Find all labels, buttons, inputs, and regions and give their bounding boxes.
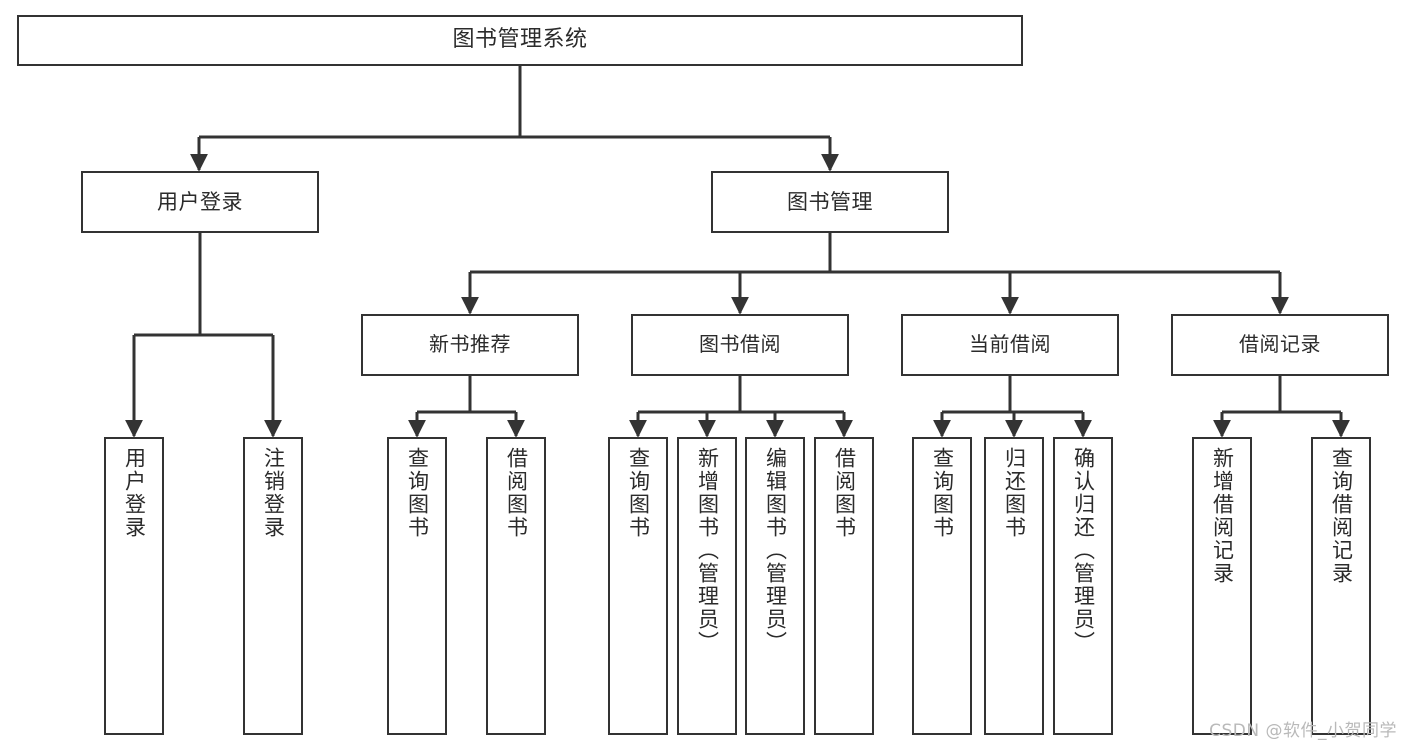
node-leaf-query-book-2[interactable]: 查询图书 bbox=[608, 437, 668, 735]
node-leaf-add-book[interactable]: 新增图书（管理员） bbox=[677, 437, 737, 735]
node-borrow-record[interactable]: 借阅记录 bbox=[1171, 314, 1389, 376]
node-current-borrow-label: 当前借阅 bbox=[969, 332, 1051, 357]
node-user-login-label: 用户登录 bbox=[157, 189, 243, 214]
node-leaf-user-login-label: 用户登录 bbox=[122, 447, 147, 539]
node-leaf-logout-label: 注销登录 bbox=[261, 447, 286, 539]
node-root-label: 图书管理系统 bbox=[452, 27, 588, 53]
watermark-text: CSDN @软件_小贺同学 bbox=[1209, 721, 1397, 741]
node-leaf-edit-book[interactable]: 编辑图书（管理员） bbox=[745, 437, 805, 735]
node-leaf-query-book-1[interactable]: 查询图书 bbox=[387, 437, 447, 735]
node-leaf-borrow-book-2[interactable]: 借阅图书 bbox=[814, 437, 874, 735]
node-book-manage-label: 图书管理 bbox=[787, 189, 873, 214]
node-leaf-query-book-2-label: 查询图书 bbox=[626, 447, 651, 539]
node-leaf-logout[interactable]: 注销登录 bbox=[243, 437, 303, 735]
node-leaf-query-book-3-label: 查询图书 bbox=[930, 447, 955, 539]
node-current-borrow[interactable]: 当前借阅 bbox=[901, 314, 1119, 376]
node-leaf-return-book-label: 归还图书 bbox=[1002, 447, 1027, 539]
edge-layer bbox=[125, 66, 1350, 438]
node-borrow-record-label: 借阅记录 bbox=[1239, 332, 1321, 357]
node-leaf-add-book-label: 新增图书（管理员） bbox=[695, 447, 720, 654]
node-leaf-borrow-book-1[interactable]: 借阅图书 bbox=[486, 437, 546, 735]
node-leaf-borrow-book-1-label: 借阅图书 bbox=[504, 447, 529, 539]
node-leaf-return-book[interactable]: 归还图书 bbox=[984, 437, 1044, 735]
node-new-book-recommend[interactable]: 新书推荐 bbox=[361, 314, 579, 376]
node-leaf-add-record[interactable]: 新增借阅记录 bbox=[1192, 437, 1252, 735]
node-leaf-add-record-label: 新增借阅记录 bbox=[1210, 447, 1235, 585]
node-new-book-recommend-label: 新书推荐 bbox=[429, 332, 511, 357]
node-root[interactable]: 图书管理系统 bbox=[17, 15, 1023, 66]
node-leaf-user-login[interactable]: 用户登录 bbox=[104, 437, 164, 735]
node-leaf-query-book-3[interactable]: 查询图书 bbox=[912, 437, 972, 735]
node-book-borrow-label: 图书借阅 bbox=[699, 332, 781, 357]
node-leaf-query-book-1-label: 查询图书 bbox=[405, 447, 430, 539]
node-book-manage[interactable]: 图书管理 bbox=[711, 171, 949, 233]
node-user-login[interactable]: 用户登录 bbox=[81, 171, 319, 233]
node-leaf-confirm-return[interactable]: 确认归还（管理员） bbox=[1053, 437, 1113, 735]
node-leaf-borrow-book-2-label: 借阅图书 bbox=[832, 447, 857, 539]
node-leaf-edit-book-label: 编辑图书（管理员） bbox=[763, 447, 788, 654]
node-leaf-query-record[interactable]: 查询借阅记录 bbox=[1311, 437, 1371, 735]
node-book-borrow[interactable]: 图书借阅 bbox=[631, 314, 849, 376]
node-leaf-query-record-label: 查询借阅记录 bbox=[1329, 447, 1354, 585]
node-leaf-confirm-return-label: 确认归还（管理员） bbox=[1071, 447, 1096, 654]
